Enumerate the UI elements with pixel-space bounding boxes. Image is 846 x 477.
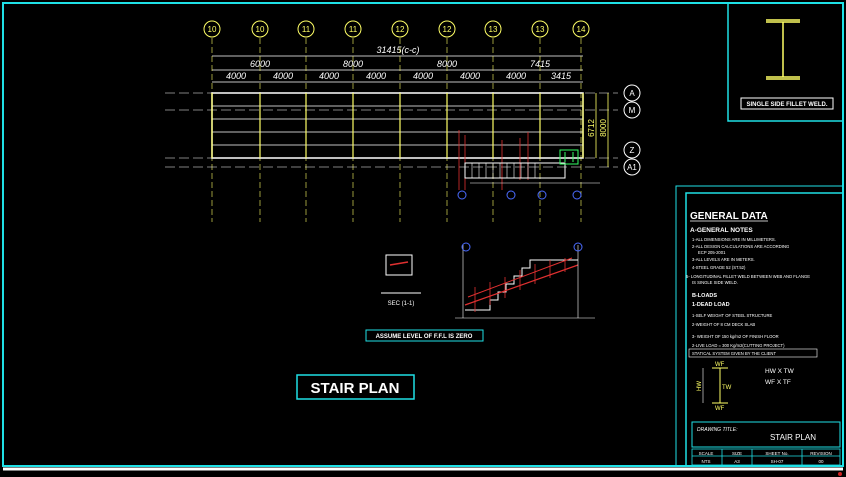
grid-label-4: 11 [349, 25, 358, 34]
top-dim-3: 8000 [437, 59, 457, 69]
title-block-table [691, 448, 841, 466]
legend-wf-bottom: WF [715, 406, 725, 412]
floor-plan [211, 92, 584, 190]
side-dim-1: 6712 [587, 119, 596, 137]
grid-bubble-6: 12 [438, 20, 456, 38]
grid-bubble-4: 11 [344, 20, 362, 38]
legend-wf-top: WF [715, 362, 725, 368]
row-bubble-M: M [623, 101, 641, 119]
row-label-Z: Z [630, 146, 635, 155]
row-bubble-A1: A1 [623, 158, 641, 176]
grid-bubble-3: 11 [297, 20, 315, 38]
grid-label-6: 12 [443, 25, 452, 34]
grid-label-1: 10 [208, 25, 217, 34]
assume-note: ASSUME LEVEL OF F.F.L IS ZERO [376, 334, 473, 340]
row-label-M: M [629, 106, 636, 115]
note-3: ECP 205-2001 [698, 250, 726, 255]
corner-dot [838, 472, 842, 476]
i-beam-icon [766, 19, 800, 80]
drawing-title: STAIR PLAN [770, 433, 816, 442]
grid-label-8: 13 [536, 25, 545, 34]
assume-note-box [365, 329, 484, 342]
weld-label: SINGLE SIDE FILLET WELD. [747, 102, 828, 108]
stair-plan-detail [464, 149, 600, 184]
sub-dim-3: 4000 [319, 71, 339, 81]
title-header-2: SIZE [732, 451, 742, 456]
lower-bubbles [457, 190, 582, 200]
load-note-1: 1-SELF WEIGHT OF STEEL STRUCTURE [692, 313, 772, 318]
legend-hw: HW [697, 381, 703, 391]
general-data-heading: GENERAL DATA [690, 211, 768, 222]
sub-dim-5: 4000 [413, 71, 433, 81]
row-label-A: A [629, 89, 635, 98]
grid-bubble-9: 14 [572, 20, 590, 38]
title-value-2: A3 [734, 459, 740, 464]
legend-line-2: WF X TF [765, 379, 791, 386]
load-note-3: 3- WEIGHT OF 150 kg/m2 OF FINISH FLOOR [692, 334, 779, 339]
dimension-lines [212, 55, 583, 83]
row-bubble-Z: Z [623, 141, 641, 159]
weld-detail-box [727, 2, 844, 122]
title-header-3: SHEET No. [765, 451, 788, 456]
top-dim-4: 7415 [530, 59, 551, 69]
statical-note-box [688, 348, 818, 358]
stair-section [455, 245, 595, 319]
top-dim-1: 6000 [250, 59, 270, 69]
note-2: 2-ALL DESIGN CALCULATIONS ARE ACCORDING [692, 244, 789, 249]
sub-dim-2: 4000 [273, 71, 293, 81]
row-label-A1: A1 [627, 163, 637, 172]
overall-dimension: 31415(c-c) [376, 45, 419, 55]
note-4: 3-ALL LEVELS ARE IN METERS. [692, 257, 755, 262]
section-label: SEC (1-1) [388, 301, 415, 307]
sub-dim-6: 4000 [460, 71, 480, 81]
stair-plan-title-box [296, 374, 415, 400]
drawing-title-box [691, 421, 841, 448]
title-value-1: NTS [702, 459, 711, 464]
general-notes-subheading: A-GENERAL NOTES [690, 227, 753, 234]
title-header-4: REVISION [810, 451, 832, 456]
grid-label-3: 11 [302, 25, 311, 34]
grid-bubble-1: 10 [203, 20, 221, 38]
grid-label-5: 12 [396, 25, 405, 34]
loads-heading: B-LOADS [692, 293, 717, 299]
section-symbol-line [389, 261, 409, 266]
sub-dim-7: 4000 [506, 71, 526, 81]
grid-label-2: 10 [256, 25, 265, 34]
note-6: 5- LONGITUDINAL FILLET WELD BETWEEN WEB … [686, 274, 810, 279]
section-bubbles [461, 242, 583, 252]
grid-bubble-8: 13 [531, 20, 549, 38]
title-value-3: SH-07 [771, 459, 784, 464]
top-dim-2: 8000 [343, 59, 363, 69]
legend-line-1: HW X TW [765, 368, 795, 375]
dead-load: 1-DEAD LOAD [692, 302, 730, 308]
grid-bubble-5: 12 [391, 20, 409, 38]
drawing-title-label: DRAWING TITLE: [697, 427, 738, 433]
title-value-4: 00 [818, 459, 824, 464]
load-note-5: STATICAL SYSTEM GIVEN BY THE CLIENT [692, 351, 776, 356]
grid-label-9: 14 [577, 25, 586, 34]
sub-dim-1: 4000 [226, 71, 246, 81]
row-bubble-A: A [623, 84, 641, 102]
grid-bubble-2: 10 [251, 20, 269, 38]
load-note-4: 2-LIVE LOAD = 300 Kg/m2(CUTTING PROJECT) [692, 343, 785, 348]
title-header-1: SCALE [699, 451, 714, 456]
section-symbol-box [385, 254, 413, 276]
legend-tw: TW [722, 385, 732, 391]
grid-label-7: 13 [489, 25, 498, 34]
sub-dim-8: 3415 [551, 71, 572, 81]
grid-lines-horizontal [165, 92, 618, 168]
sub-dim-4: 4000 [366, 71, 386, 81]
general-data-outer [675, 185, 844, 467]
side-dim-2: 8000 [599, 119, 608, 137]
note-7: IS SINGLE SIDE WELD. [692, 280, 738, 285]
stair-plan-title: STAIR PLAN [311, 380, 400, 397]
load-note-2: 2-WEIGHT OF 8 CM DECK SLAB [692, 322, 755, 327]
grid-bubble-7: 13 [484, 20, 502, 38]
note-5: 4-STEEL GRADE 52 (ST.52) [692, 265, 746, 270]
note-1: 1-ALL DIMENSIONS ARE IN MILLIMETERS. [692, 237, 776, 242]
section-legend: WF TW HW WF HW X TW WF X TF [697, 362, 795, 412]
weld-label-box [740, 97, 834, 110]
